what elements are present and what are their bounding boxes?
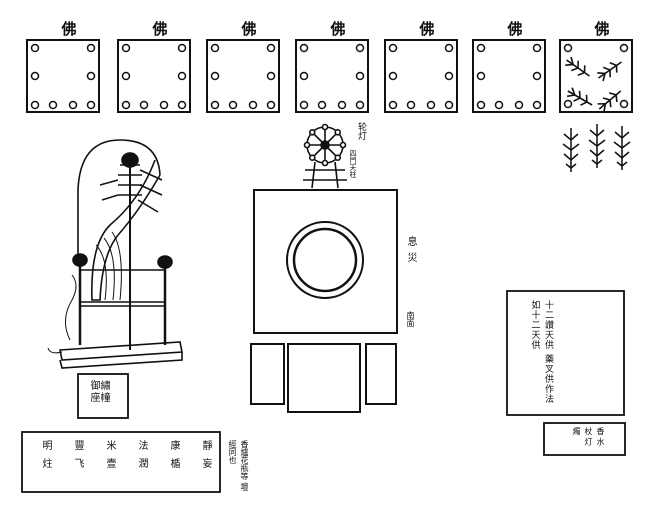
twelve-heavens-box — [506, 290, 625, 416]
buddha-panel-label: 佛 — [240, 20, 256, 38]
panel-dot — [355, 43, 365, 53]
panel-dot — [619, 99, 629, 109]
panel-dot — [299, 71, 309, 81]
buddha-panel: 佛 — [295, 20, 369, 113]
panel-dot — [248, 100, 258, 110]
small-right-box — [543, 422, 626, 456]
buddha-panel-row: 佛佛佛佛佛佛佛 — [26, 20, 633, 113]
offering-item: 康楯 — [168, 440, 179, 476]
buddha-panel: 佛 — [559, 20, 633, 113]
panel-dot — [210, 43, 220, 53]
panel-dot — [228, 100, 238, 110]
offering-item: 明炷 — [40, 440, 51, 476]
offering-item: 靜妄 — [200, 440, 211, 476]
panel-dot — [177, 100, 187, 110]
panel-dot — [159, 100, 169, 110]
panel-dot — [266, 43, 276, 53]
offering-item: 米壹 — [104, 440, 115, 476]
panel-dot — [299, 100, 309, 110]
panel-dot — [121, 43, 131, 53]
panel-dot — [388, 100, 398, 110]
panel-dot — [532, 71, 542, 81]
buddha-panel: 佛 — [384, 20, 458, 113]
panel-dot — [30, 71, 40, 81]
buddha-panel-label: 佛 — [60, 20, 76, 38]
panel-dot — [444, 71, 454, 81]
panel-dot — [317, 100, 327, 110]
panel-dot — [563, 43, 573, 53]
panel-dot — [86, 43, 96, 53]
panel-dot — [337, 100, 347, 110]
buddha-panel-label: 佛 — [593, 20, 609, 38]
altar-right-label: 息災 — [405, 236, 416, 268]
panel-dot — [476, 71, 486, 81]
panel-dot — [86, 100, 96, 110]
panel-dot — [619, 43, 629, 53]
buddha-panel: 佛 — [117, 20, 191, 113]
panel-dot — [444, 43, 454, 53]
panel-dot — [406, 100, 416, 110]
panel-dot — [532, 43, 542, 53]
panel-dot — [210, 71, 220, 81]
panel-dot — [494, 100, 504, 110]
panel-dot — [30, 100, 40, 110]
buddha-panel: 佛 — [206, 20, 280, 113]
buddha-panel-label: 佛 — [506, 20, 522, 38]
panel-dot — [299, 43, 309, 53]
bottom-offerings-box — [21, 431, 221, 493]
panel-dot — [514, 100, 524, 110]
buddha-panel: 佛 — [26, 20, 100, 113]
panel-dot — [563, 99, 573, 109]
panel-dot — [476, 43, 486, 53]
panel-dot — [48, 100, 58, 110]
panel-dot — [86, 71, 96, 81]
wheel-label: 轮灯 — [356, 122, 366, 140]
offering-item: 豐飞 — [72, 440, 83, 476]
dharma-wheel — [300, 123, 350, 191]
altar-right-lower-label: 南面 — [406, 311, 415, 327]
panel-dot — [355, 71, 365, 81]
panel-dot — [476, 100, 486, 110]
twelve-heavens-text: 十二讚天供 藥叉供作法如十二天供 — [529, 300, 554, 404]
panel-dot — [388, 71, 398, 81]
bottom-side-note: 香爐花瓶等 壇經同也 — [228, 440, 249, 491]
panel-dot — [68, 100, 78, 110]
panel-dot — [444, 100, 454, 110]
panel-dot — [266, 71, 276, 81]
buddha-panel-label: 佛 — [151, 20, 167, 38]
panel-dot — [177, 71, 187, 81]
small-right-box-text: 香 水杖 灯燭 — [572, 427, 605, 446]
canopy-stand — [47, 139, 183, 369]
panel-dot — [139, 100, 149, 110]
hanging-vajra-pendants — [562, 124, 631, 172]
altar-lower-boxes — [250, 343, 397, 413]
buddha-panel-label: 佛 — [329, 20, 345, 38]
panel-dot — [355, 100, 365, 110]
canopy-caption-box — [77, 373, 129, 419]
vajra-ornaments — [565, 56, 622, 112]
wheel-sub-label: 四門天柱 — [349, 150, 357, 178]
canopy-caption: 繡幢 御座 — [88, 380, 109, 404]
panel-dot — [388, 43, 398, 53]
panel-dot — [532, 100, 542, 110]
panel-dot — [266, 100, 276, 110]
panel-dot — [426, 100, 436, 110]
panel-dot — [121, 100, 131, 110]
panel-dot — [30, 43, 40, 53]
main-altar — [253, 189, 398, 334]
panel-dot — [121, 71, 131, 81]
panel-dot — [210, 100, 220, 110]
buddha-panel-label: 佛 — [418, 20, 434, 38]
offering-item: 法潤 — [136, 440, 147, 476]
panel-dot — [177, 43, 187, 53]
buddha-panel: 佛 — [472, 20, 546, 113]
